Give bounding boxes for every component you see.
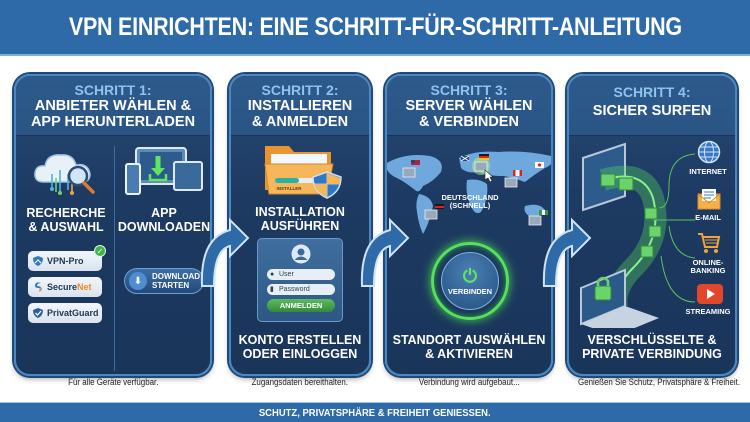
step-3-label: SCHRITT 3: (430, 82, 508, 98)
step-1-title-line-2: APP HERUNTERLADEN (30, 114, 196, 130)
devices-download-icon (125, 147, 203, 195)
step-2-note: Zugangsdaten bereithalten. (251, 377, 349, 387)
step-4-panel: SCHRITT 4: SICHER SURFEN INTERNET E-MAIL… (567, 74, 737, 376)
login-form: ●User ▮Password ANMELDEN (257, 238, 343, 322)
footer-text: SCHUTZ, PRIVATSPHÄRE & FREIHEIT GENIESSE… (259, 406, 491, 419)
germany-server-label: DEUTSCHLAND(SCHNELL) (441, 193, 499, 210)
step-3-title-line-1: SERVER WÄHLEN (405, 98, 533, 114)
location-caption: STANDORT AUSWÄHLEN& AKTIVIEREN (392, 333, 546, 361)
vendor-vpn-pro[interactable]: VPN-Pro (28, 251, 102, 271)
page-title: VPN EINRICHTEN: EINE SCHRITT-FÜR-SCHRITT… (68, 12, 682, 41)
column-divider (114, 146, 115, 371)
connection-ring (431, 242, 509, 320)
footer-banner: SCHUTZ, PRIVATSPHÄRE & FREIHEIT GENIESSE… (0, 402, 750, 422)
step-2-panel: SCHRITT 2: INSTALLIEREN & ANMELDEN INSTA… (229, 74, 371, 376)
password-field[interactable]: ▮Password (267, 284, 335, 295)
arrow-step-2-to-3 (360, 217, 410, 287)
step-3-title-line-2: & VERBINDEN (419, 114, 519, 130)
page-title-banner: VPN EINRICHTEN: EINE SCHRITT-FÜR-SCHRITT… (0, 0, 750, 56)
service-internet: INTERNET (689, 167, 727, 176)
power-icon: ⏻ (462, 265, 478, 286)
step-4-label: SCHRITT 4: (613, 84, 691, 100)
lock-icon: ▮ (270, 286, 274, 293)
step-1-title-line-1: ANBIETER WÄHLEN & (34, 98, 192, 114)
service-streaming: STREAMING (685, 307, 731, 316)
envelope-icon (697, 189, 721, 210)
encrypted-tunnel-icon (580, 142, 667, 328)
user-avatar-icon (291, 244, 311, 264)
encryption-caption: VERSCHLÜSSELTE &PRIVATE VERBINDUNG (582, 333, 722, 361)
step-4-note: Genießen Sie Schutz, Privatsphäre & Frei… (578, 377, 741, 387)
service-email: E-MAIL (695, 213, 721, 222)
play-icon (697, 284, 723, 304)
step-2-title-line-1: INSTALLIEREN (247, 98, 353, 114)
installer-folder-icon: INSTALLER (264, 146, 342, 199)
step-2-label: SCHRITT 2: (261, 82, 339, 98)
user-icon: ● (270, 271, 275, 278)
selected-check-icon: ✓ (94, 245, 106, 257)
download-icon: ⬇ (129, 272, 147, 290)
svg-text:INSTALLER: INSTALLER (277, 186, 303, 191)
connect-button[interactable]: ⏻ VERBINDEN (441, 252, 499, 310)
step-3-panel: SCHRITT 3: SERVER WÄHLEN & VERBINDEN DEU… (385, 74, 553, 376)
username-field[interactable]: ●User (267, 269, 335, 280)
step-3-note: Verbindung wird aufgebaut... (418, 377, 520, 387)
step-1-label: SCHRITT 1: (74, 82, 152, 98)
globe-icon (697, 140, 721, 164)
connector-lines (653, 153, 696, 303)
cloud-research-icon (34, 154, 95, 195)
login-button[interactable]: ANMELDEN (267, 299, 335, 312)
securenet-logo-icon (35, 282, 42, 292)
step-1-note: Für alle Geräte verfügbar. (67, 377, 159, 387)
step-1-panel: SCHRITT 1: ANBIETER WÄHLEN & APP HERUNTE… (14, 74, 212, 376)
step-2-title-line-2: & ANMELDEN (251, 114, 349, 130)
step-2-header: SCHRITT 2: INSTALLIEREN & ANMELDEN (231, 76, 369, 136)
step-4-title: SICHER SURFEN (592, 103, 712, 119)
arrow-step-3-to-4 (542, 217, 592, 287)
shopping-cart-icon (698, 233, 721, 253)
step-3-header: SCHRITT 3: SERVER WÄHLEN & VERBINDEN (387, 76, 551, 136)
research-caption: RECHERCHE& AUSWAHL (26, 206, 106, 234)
arrow-step-1-to-2 (200, 217, 250, 287)
step-1-header: SCHRITT 1: ANBIETER WÄHLEN & APP HERUNTE… (16, 76, 210, 136)
shield-icon (33, 256, 43, 266)
world-map-icon (387, 151, 551, 234)
service-online-banking: ONLINE-BANKING (690, 258, 726, 275)
shield-check-icon (33, 308, 43, 318)
vendor-privatguard[interactable]: PrivatGuard (28, 303, 102, 323)
step-4-header: SCHRITT 4: SICHER SURFEN (569, 76, 735, 136)
